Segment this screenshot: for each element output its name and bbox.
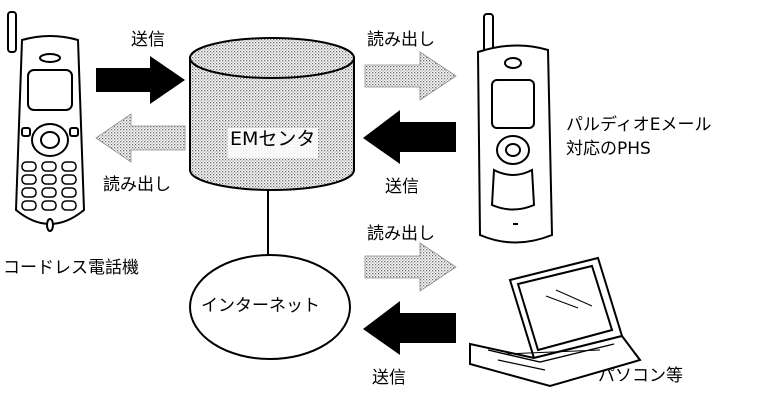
paldio-label-line1: パルディオEメール [566, 115, 712, 135]
read-label-top-right: 読み出し [367, 30, 435, 50]
pc-label: パソコン等 [598, 366, 683, 386]
send-arrow-bottom-right [363, 301, 456, 355]
send-arrow-top [96, 56, 185, 104]
laptop-icon [469, 256, 642, 388]
send-label-top: 送信 [131, 30, 165, 50]
em-center-label: EMセンタ [230, 128, 316, 150]
cordless-phone-label: コードレス電話機 [3, 258, 139, 278]
database-cylinder-icon [189, 37, 355, 191]
internet-ellipse-icon [189, 254, 351, 360]
read-arrow-top-right [364, 51, 457, 101]
read-arrow-left [95, 113, 186, 163]
read-arrow-bottom-right [364, 242, 457, 292]
internet-label: インターネット [201, 296, 320, 316]
send-label-bottom: 送信 [372, 368, 406, 388]
read-label-left: 読み出し [103, 175, 171, 195]
send-arrow-mid-right [363, 110, 456, 164]
cordless-phone-icon [7, 11, 86, 232]
paldio-label-line2: 対応のPHS [566, 139, 651, 159]
read-label-mid-right: 読み出し [367, 224, 435, 244]
send-label-mid-right: 送信 [385, 177, 419, 197]
phs-phone-icon [476, 13, 554, 244]
